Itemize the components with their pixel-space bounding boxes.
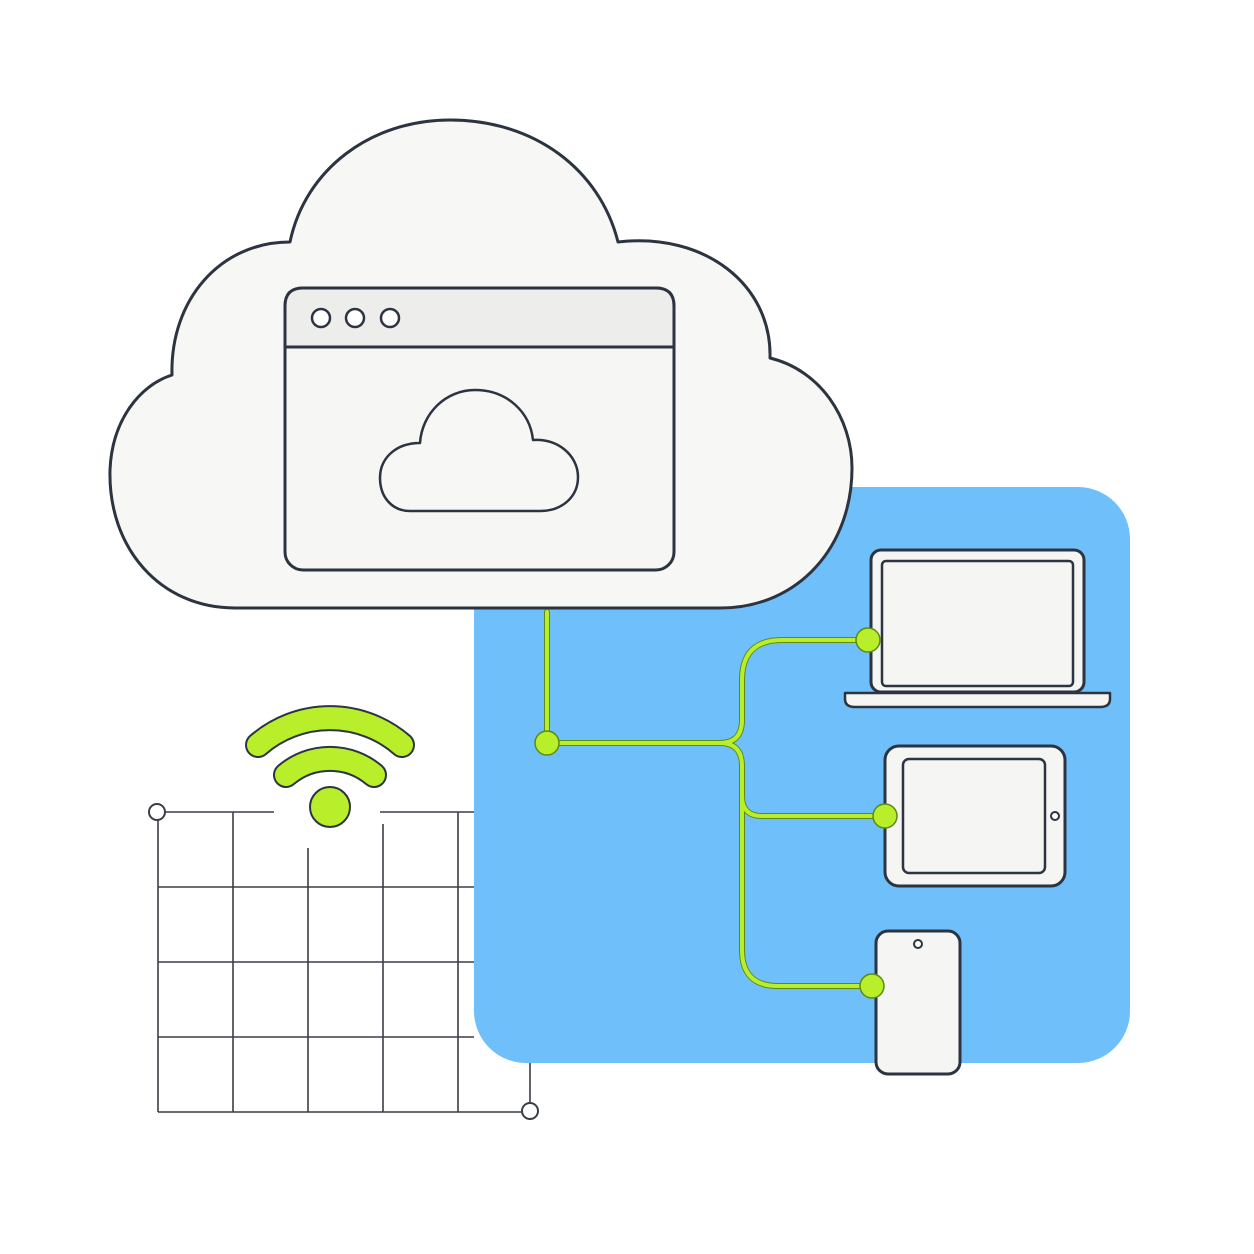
inner-cloud-icon [378, 388, 580, 513]
window-dot-2 [344, 307, 366, 329]
grid-corner-handle-bottom-right [521, 1102, 539, 1120]
window-dot-1 [310, 307, 332, 329]
grid-corner-handle-top-left [148, 803, 166, 821]
connector-lines [544, 609, 888, 989]
wifi-icon [245, 705, 415, 788]
laptop-node [855, 627, 881, 653]
phone-node [859, 973, 885, 999]
tablet-node [872, 803, 898, 829]
hub-node [534, 730, 560, 756]
smartphone-icon [874, 929, 962, 1076]
wifi-dot [309, 786, 351, 828]
window-dot-3 [379, 307, 401, 329]
tablet-icon [883, 744, 1067, 888]
laptop-icon [843, 548, 1112, 709]
